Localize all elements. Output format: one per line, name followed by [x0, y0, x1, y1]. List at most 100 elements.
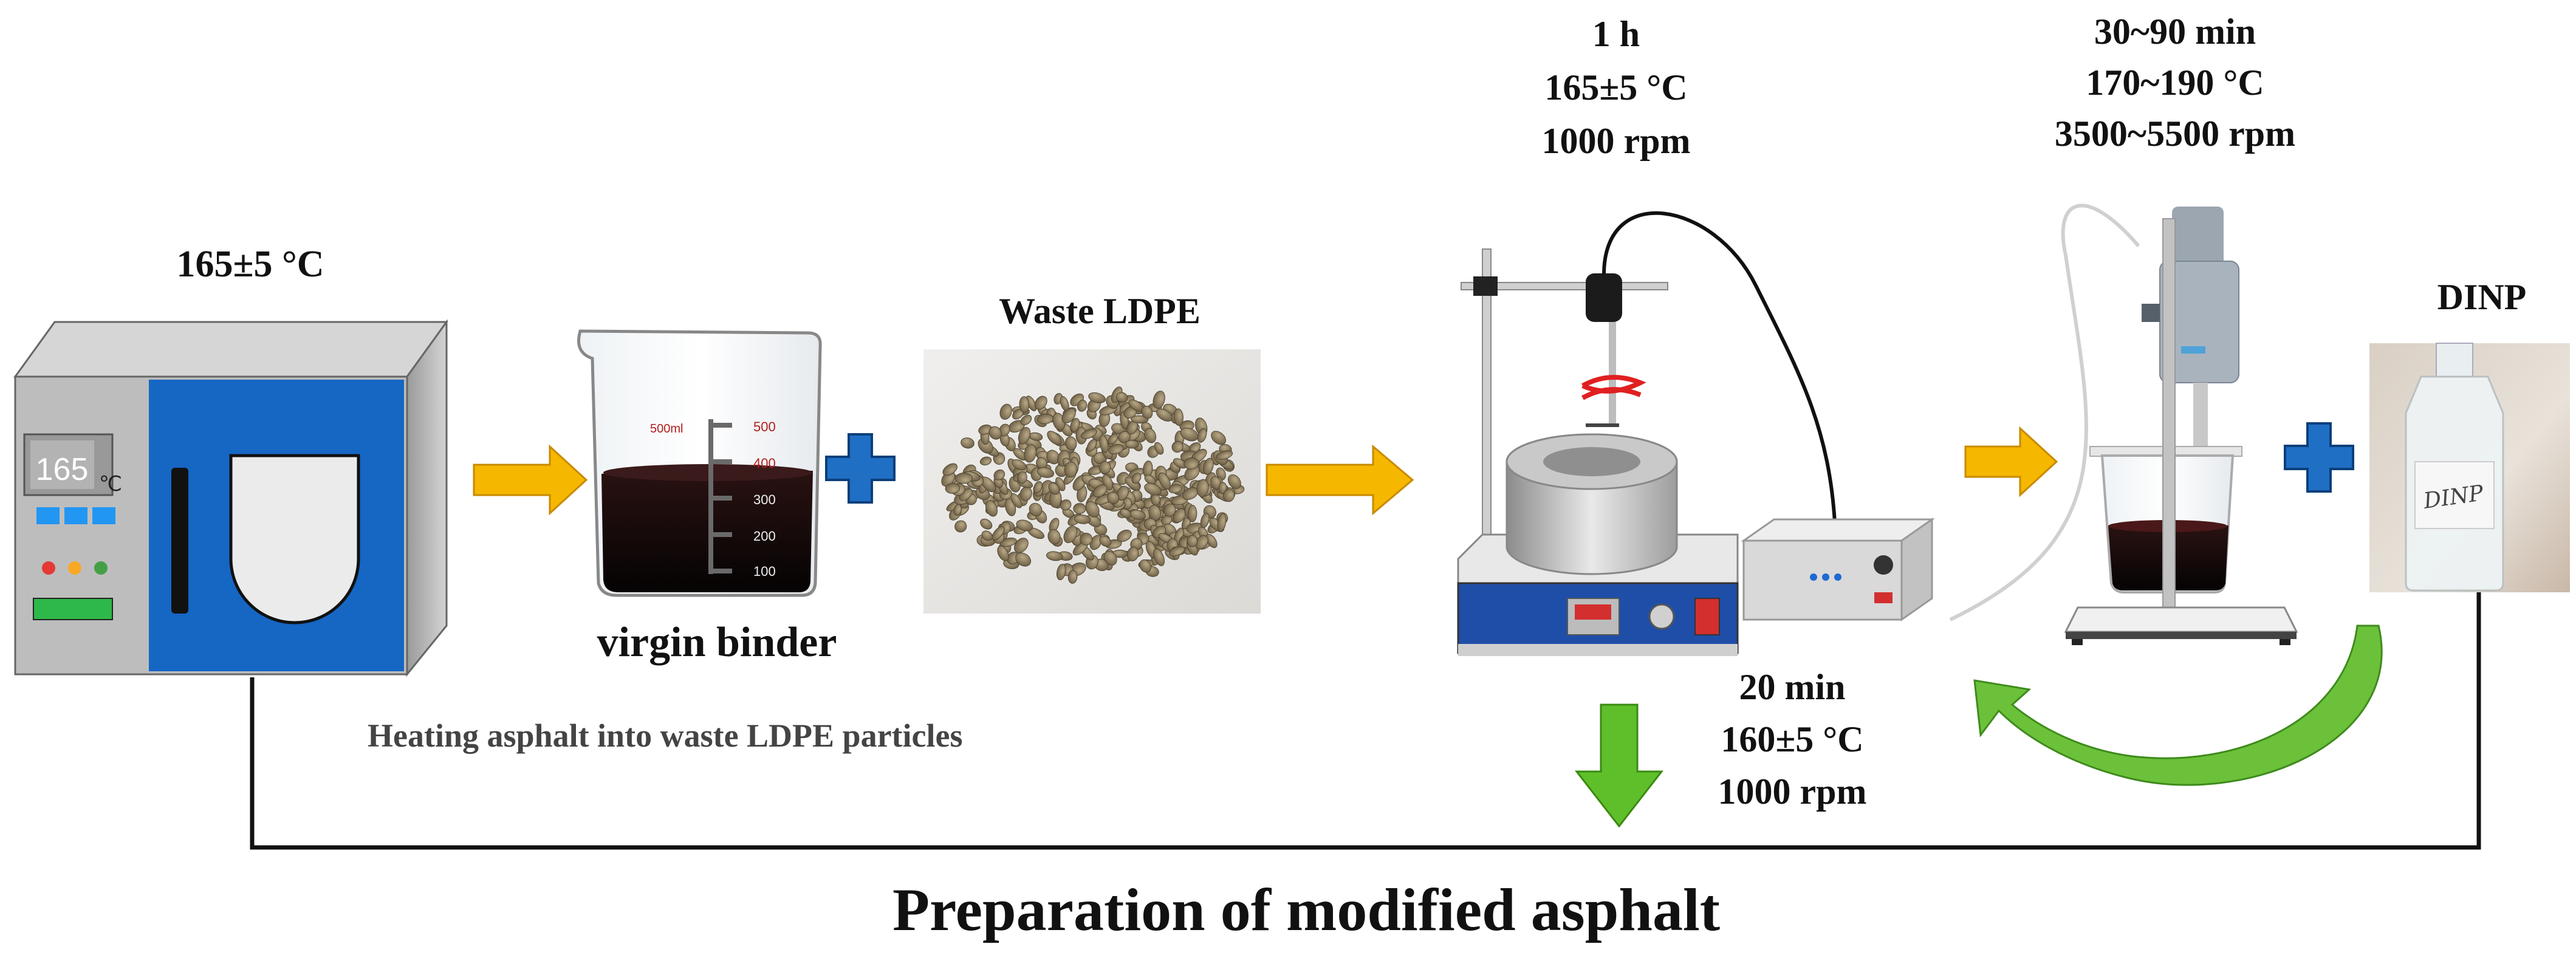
ldpe-pellet [1080, 428, 1097, 439]
ldpe-pellet [1227, 474, 1241, 489]
dinp-bottle-photo: DINP [2369, 343, 2570, 592]
ldpe-pellet [1029, 502, 1043, 516]
ldpe-pellet [1222, 488, 1235, 502]
stirrer-bottom-temp: 160±5 °C [1721, 719, 1864, 759]
ldpe-pellet [999, 423, 1010, 437]
arrow-ldpe-to-stirrer [1266, 444, 1414, 516]
ldpe-pellet [942, 463, 957, 476]
ldpe-pellet [985, 500, 998, 517]
ldpe-pellet [953, 504, 962, 516]
ldpe-pellet [1131, 473, 1142, 484]
ldpe-pellet [1086, 439, 1097, 452]
dinp-caption: DINP [2437, 277, 2527, 317]
ldpe-pellet [1115, 392, 1128, 403]
ldpe-pellet [1017, 471, 1027, 484]
ldpe-pellet [1034, 395, 1047, 410]
ldpe-pellet [1163, 503, 1176, 517]
oven-temperature-label: 165±5 °C [176, 244, 324, 285]
ldpe-pellet [997, 546, 1009, 561]
ldpe-pellet [1127, 547, 1139, 561]
ldpe-pellet [1131, 415, 1149, 424]
ldpe-pellet [1144, 428, 1157, 443]
ldpe-pellet [1203, 457, 1214, 475]
ldpe-pellet [992, 526, 1005, 541]
ldpe-pellet [1064, 461, 1077, 478]
ldpe-pellet [1217, 513, 1227, 532]
ldpe-pellet [1107, 491, 1120, 504]
ldpe-pellet [1161, 515, 1173, 525]
ldpe-pellet [1158, 472, 1171, 490]
waste-ldpe-photo [923, 349, 1261, 614]
ldpe-pellet [1116, 485, 1129, 501]
ldpe-pellet [1014, 538, 1029, 553]
ldpe-pellet [1036, 467, 1055, 478]
ldpe-pellet [1016, 519, 1033, 532]
arrow-down-green [1574, 703, 1664, 828]
beaker-virgin-binder: 500ml 500 400 300 200 100 [577, 329, 822, 597]
ldpe-pellet [945, 483, 961, 494]
stirrer-bottom-speed: 1000 rpm [1718, 772, 1867, 812]
ldpe-pellet [1195, 535, 1208, 550]
ldpe-pellet [1144, 483, 1162, 496]
ldpe-pellet [1117, 529, 1132, 542]
ldpe-pellet [1048, 482, 1060, 495]
shear-speed: 3500~5500 rpm [2054, 114, 2296, 154]
ldpe-pellet [1046, 450, 1060, 465]
ldpe-pellet [1047, 431, 1062, 445]
ldpe-pellet [1077, 399, 1088, 412]
footer-title: Preparation of modified asphalt [892, 876, 1721, 943]
ldpe-pellet [1200, 513, 1210, 529]
ldpe-pellet [1061, 408, 1076, 423]
arrow-curved-green [1973, 624, 2383, 786]
ldpe-pellet [981, 530, 993, 541]
ldpe-pellet [1125, 440, 1139, 449]
ldpe-pellet [1037, 413, 1053, 425]
stirrer-top-params: 1 h 165±5 °C 1000 rpm [1542, 7, 1691, 168]
controller-box [1741, 518, 1935, 621]
ldpe-pellet [1046, 551, 1063, 561]
plus-shear-dinp [2284, 422, 2354, 493]
ldpe-pellet [1153, 391, 1165, 409]
virgin-binder-caption: virgin binder [597, 619, 837, 666]
ldpe-pellet [1197, 428, 1207, 443]
ldpe-pellet [1064, 436, 1077, 451]
ldpe-pellet [1056, 564, 1066, 581]
ldpe-pellet [1024, 444, 1036, 463]
ldpe-pellet [1168, 484, 1183, 494]
ldpe-pellet [1187, 505, 1197, 522]
ldpe-pellet [1085, 501, 1100, 518]
beaker-scale-300: 300 [753, 492, 776, 507]
shear-params: 30~90 min 170~190 °C 3500~5500 rpm [2055, 6, 2295, 159]
stirrer-bottom-params: 20 min 160±5 °C 1000 rpm [1718, 661, 1867, 818]
ldpe-pellet [1120, 508, 1132, 518]
ldpe-pellet [1074, 515, 1091, 524]
beaker-scale-100: 100 [753, 564, 776, 579]
ldpe-pellets [941, 386, 1245, 584]
ldpe-pellet [979, 456, 992, 466]
ldpe-pellet [1099, 434, 1109, 453]
ldpe-pellet [1020, 414, 1032, 426]
ldpe-pellet [1033, 481, 1043, 494]
ldpe-pellet [1047, 529, 1061, 545]
ldpe-pellet [1099, 536, 1112, 547]
flow-connector-line [250, 592, 2481, 850]
stirrer-top-speed: 1000 rpm [1541, 121, 1691, 161]
ldpe-pellet [954, 520, 967, 533]
stirrer-bottom-time: 20 min [1739, 667, 1846, 707]
heating-stirrer-setup [1457, 211, 1935, 656]
shear-time: 30~90 min [2094, 12, 2256, 52]
ldpe-pellet [1067, 570, 1078, 584]
ldpe-pellet [1156, 408, 1173, 422]
ldpe-pellet [1180, 427, 1199, 442]
ldpe-pellet [1184, 457, 1199, 470]
high-shear-setup [1949, 204, 2298, 645]
ldpe-pellet [954, 472, 973, 484]
ldpe-pellet [1012, 459, 1027, 471]
drying-oven: 165 ℃ [13, 319, 448, 677]
ldpe-pellet [1211, 431, 1227, 445]
ldpe-pellet [999, 403, 1012, 420]
ldpe-pellet [1073, 503, 1086, 515]
plus-binder-ldpe [825, 433, 896, 504]
ldpe-pellet [1139, 559, 1151, 573]
